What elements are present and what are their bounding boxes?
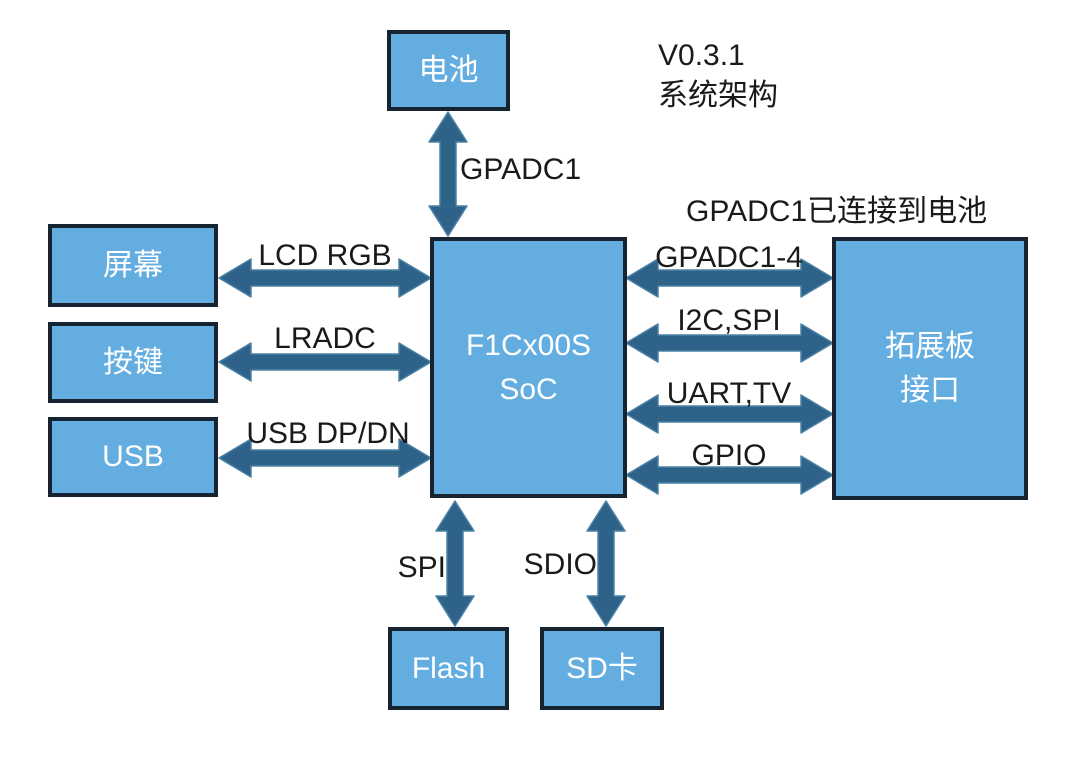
expansion-board-node: 拓展板 接口 (832, 237, 1028, 500)
connection-label-gpio: GPIO (691, 439, 767, 472)
flash-node: Flash (388, 627, 509, 710)
connection-label-i2c-spi: I2C,SPI (677, 304, 781, 337)
connection-label-usb-dpdn: USB DP/DN (246, 417, 410, 450)
version-label: V0.3.1 (658, 39, 745, 72)
connection-label-lradc: LRADC (274, 322, 376, 355)
expansion-node-label-line1: 拓展板 (885, 330, 975, 363)
battery-node-label: 电池 (418, 53, 479, 87)
usb-node-label: USB (102, 440, 164, 474)
gpadc1-battery-note: GPADC1已连接到电池 (686, 195, 988, 228)
screen-node-label: 屏幕 (103, 248, 163, 282)
expansion-node-label-line2: 接口 (900, 373, 960, 407)
connection-label-gpadc1-4: GPADC1-4 (655, 241, 803, 274)
flash-node-label: Flash (411, 651, 486, 685)
screen-node: 屏幕 (48, 224, 218, 307)
connection-label-lcd-rgb: LCD RGB (258, 239, 392, 272)
battery-node: 电池 (387, 30, 510, 111)
connection-label-sdio: SDIO (523, 548, 597, 581)
sdcard-node-label: SD卡 (566, 651, 638, 685)
keys-node: 按键 (48, 322, 218, 403)
keys-node-label: 按键 (103, 345, 163, 379)
connection-label-uart-tv: UART,TV (666, 377, 792, 410)
soc-sdcard-arrow (586, 500, 626, 627)
soc-flash-arrow (435, 500, 475, 627)
soc-node: F1Cx00S SoC (430, 237, 627, 498)
subtitle-label: 系统架构 (658, 79, 778, 112)
sdcard-node: SD卡 (540, 627, 664, 710)
connection-label-spi: SPI (397, 551, 446, 584)
soc-node-label-line1: F1Cx00S (465, 329, 592, 362)
soc-node-label-line2: SoC (499, 372, 558, 406)
battery-soc-arrow (428, 111, 468, 237)
usb-node: USB (48, 417, 218, 497)
connection-label-gpadc1: GPADC1 (460, 153, 582, 186)
diagram-title: V0.3.1 系统架构 (658, 36, 778, 116)
